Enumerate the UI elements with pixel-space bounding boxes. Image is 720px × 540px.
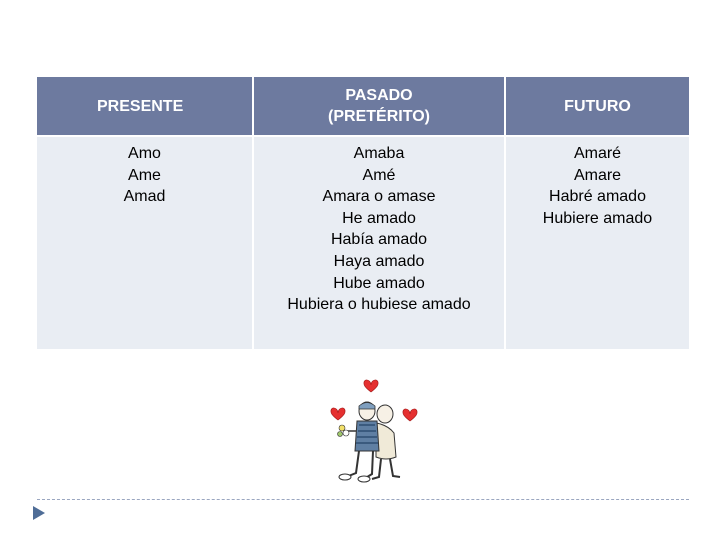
cell-pasado: Amaba Amé Amara o amase He amado Había a…	[253, 135, 506, 349]
verb-form: Amo	[128, 145, 161, 162]
header-text: PASADO	[345, 87, 413, 104]
header-text: (PRETÉRITO)	[328, 108, 430, 125]
header-presente: PRESENTE	[37, 77, 254, 136]
flower-bouquet-icon	[337, 424, 356, 437]
verb-form: Habré amado	[549, 188, 646, 206]
couple-illustration	[330, 379, 418, 483]
verb-form: Amare	[573, 166, 622, 184]
man-figure	[338, 401, 380, 483]
verb-form: Amad	[123, 188, 166, 206]
header-futuro: FUTURO	[505, 77, 689, 136]
header-pasado: PASADO (PRETÉRITO)	[253, 77, 506, 136]
heart-icon	[402, 408, 418, 422]
divider-line	[37, 499, 689, 500]
verb-form: He amado	[342, 209, 416, 227]
verb-form: Hubiere amado	[542, 209, 653, 227]
cell-futuro: Amaré Amare Habré amado Hubiere amado	[505, 135, 689, 349]
cell-presente: Amo Ame Amad	[37, 135, 254, 349]
arrow-bullet-icon	[33, 506, 45, 520]
verb-form: Haya amado	[333, 252, 425, 270]
verb-form: Amaré	[573, 145, 622, 162]
verb-form: Amé	[362, 166, 396, 184]
verb-form: Hube amado	[333, 274, 425, 292]
header-row: PRESENTE PASADO (PRETÉRITO) FUTURO	[37, 77, 689, 136]
verb-form: Había amado	[330, 231, 428, 249]
verb-form: Amaba	[353, 145, 405, 162]
table-row: Amo Ame Amad Amaba Amé Amara o amase He …	[37, 135, 689, 349]
woman-figure	[371, 404, 401, 480]
heart-icon	[330, 407, 346, 421]
verb-conjugation-table: PRESENTE PASADO (PRETÉRITO) FUTURO Amo A…	[37, 77, 689, 349]
heart-icon	[363, 379, 379, 393]
header-text: FUTURO	[564, 97, 631, 115]
verb-form: Ame	[128, 166, 161, 184]
verb-form: Hubiera o hubiese amado	[287, 296, 471, 314]
verb-form: Amara o amase	[322, 188, 436, 206]
header-text: PRESENTE	[97, 97, 184, 115]
